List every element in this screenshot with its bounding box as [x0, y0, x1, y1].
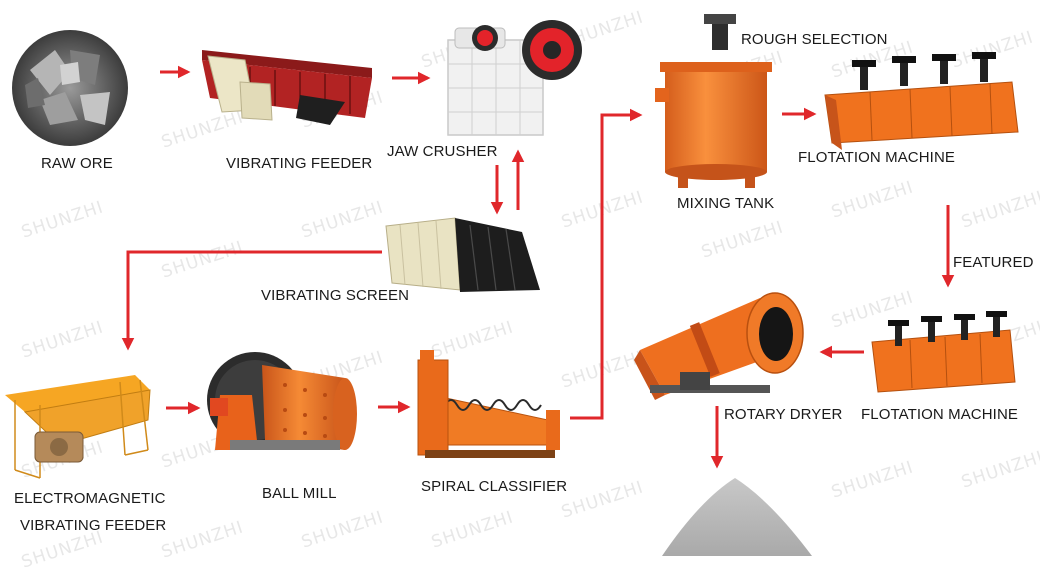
electromagnetic-feeder-image [5, 375, 151, 479]
mixing-tank-image [655, 14, 772, 188]
flow-arrows [121, 65, 955, 469]
label-em-feeder-line1: ELECTROMAGNETIC [14, 490, 166, 507]
label-ball-mill: BALL MILL [262, 485, 337, 502]
label-flotation-machine-1: FLOTATION MACHINE [798, 149, 955, 166]
ball-mill-image [207, 352, 357, 450]
label-raw-ore: RAW ORE [41, 155, 113, 172]
product-pile-image [662, 478, 812, 556]
flotation-machine-1-image [824, 52, 1019, 150]
label-rough-selection: ROUGH SELECTION [741, 31, 888, 48]
vibrating-screen-image [385, 217, 540, 292]
label-spiral-classifier: SPIRAL CLASSIFIER [421, 478, 568, 495]
label-mixing-tank: MIXING TANK [677, 195, 775, 212]
flotation-machine-2-image [871, 311, 1016, 393]
label-rotary-dryer: ROTARY DRYER [724, 406, 843, 423]
spiral-classifier-image [417, 350, 560, 458]
label-flotation-machine-2: FLOTATION MACHINE [861, 406, 1018, 423]
arrow-screen-to-em-feeder [121, 250, 382, 351]
label-featured: FEATURED [953, 254, 1034, 271]
label-vibrating-screen: VIBRATING SCREEN [261, 287, 410, 304]
label-jaw-crusher: JAW CRUSHER [387, 143, 498, 160]
arrow-classifier-to-mixing-tank [570, 108, 643, 420]
label-vibrating-feeder: VIBRATING FEEDER [226, 155, 373, 172]
jaw-crusher-image [447, 20, 582, 136]
raw-ore-image [12, 30, 128, 146]
rotary-dryer-image [634, 292, 804, 400]
vibrating-feeder-image [202, 50, 372, 125]
label-em-feeder-line2: VIBRATING FEEDER [20, 517, 167, 534]
